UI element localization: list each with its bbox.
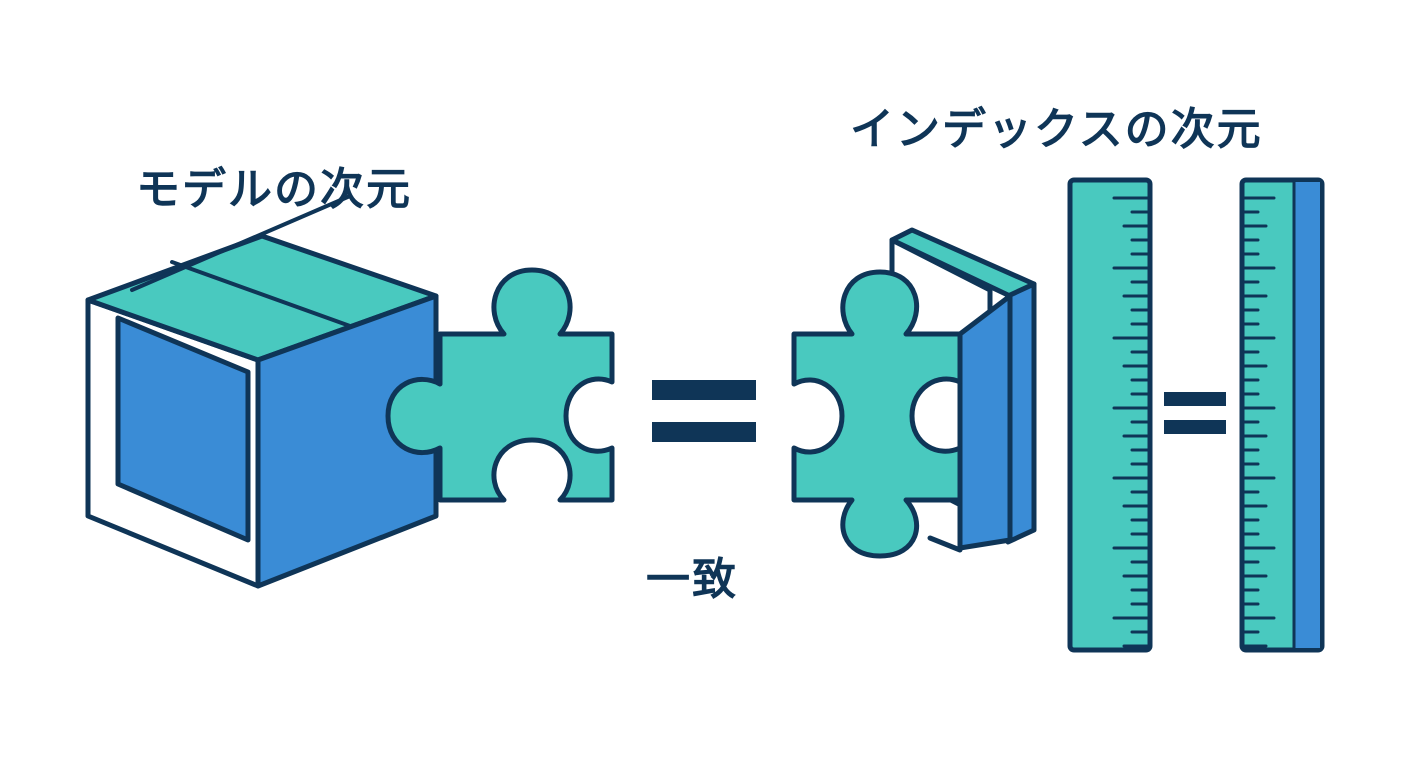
puzzle-piece-icon [791,269,963,559]
ruler-icon [1067,177,1153,653]
cube-icon [85,194,439,589]
model-dimension-label: モデルの次元 [136,164,412,215]
equals-sign-icon [1164,392,1226,434]
index-dimension-label: インデックスの次元 [850,104,1263,155]
equals-sign-icon [652,380,756,442]
ruler-icon [1239,177,1325,653]
puzzle-piece-icon [385,267,615,503]
match-label: 一致 [646,554,738,605]
